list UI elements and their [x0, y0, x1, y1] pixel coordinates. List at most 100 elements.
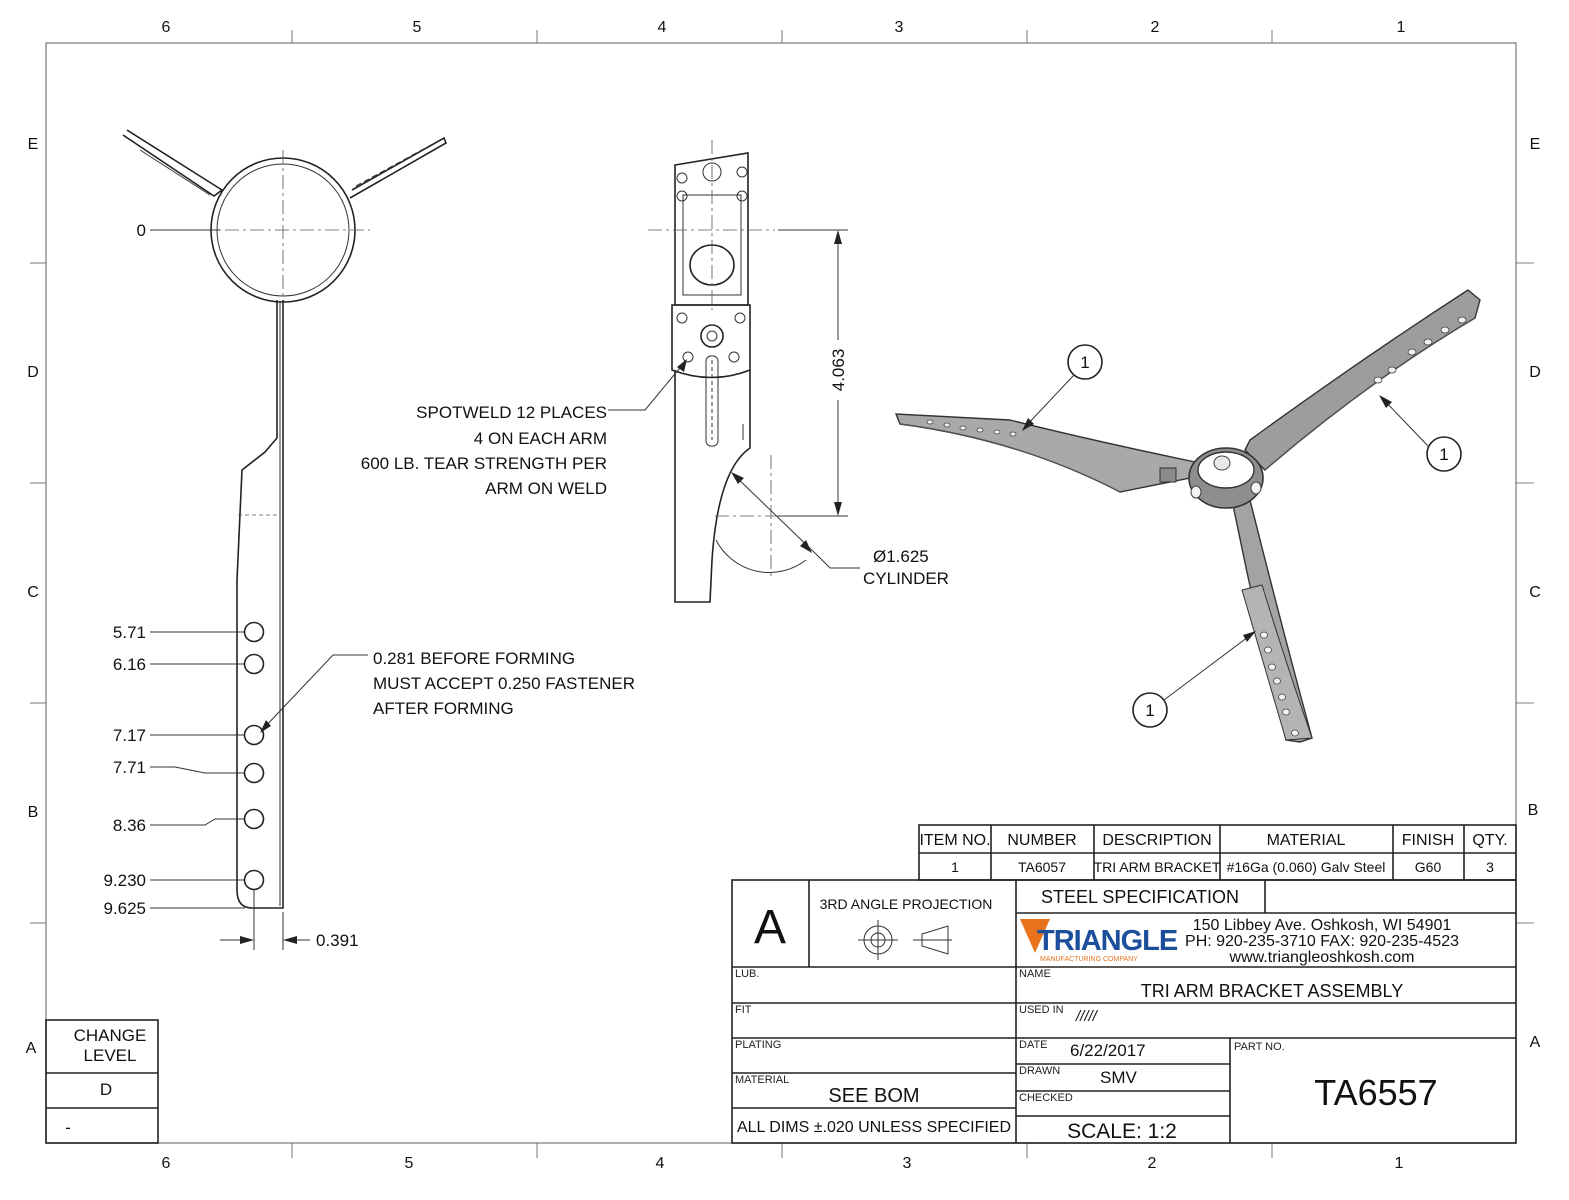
- iso-view: [894, 289, 1481, 743]
- logo-triangle: [1020, 919, 1050, 953]
- bom-text: ITEM NO. NUMBER DESCRIPTION MATERIAL FIN…: [919, 832, 1507, 875]
- dim-cylinder-diameter: Ø1.625: [873, 547, 929, 566]
- spec-label: STEEL SPECIFICATION: [1041, 887, 1239, 907]
- bom-cell: G60: [1415, 859, 1442, 875]
- zone-col-bottom: 1: [1395, 1155, 1404, 1172]
- bom-cell: TRI ARM BRACKET: [1094, 859, 1221, 875]
- bom-header: ITEM NO.: [919, 832, 990, 849]
- balloon-1: 1: [1080, 353, 1089, 372]
- bom-header: NUMBER: [1007, 832, 1076, 849]
- zone-row-left: B: [28, 804, 39, 821]
- iso-balloons: 1 1 1: [1080, 353, 1448, 720]
- zone-row-right: D: [1529, 364, 1541, 381]
- company-phone: PH: 920-235-3710 FAX: 920-235-4523: [1185, 933, 1459, 950]
- bom-header: DESCRIPTION: [1102, 832, 1211, 849]
- zone-col-top: 6: [162, 19, 171, 36]
- dim-hole-2: 6.16: [113, 655, 146, 674]
- date-label: DATE: [1019, 1039, 1048, 1051]
- dim-hole-4: 7.71: [113, 758, 146, 777]
- projection-label: 3RD ANGLE PROJECTION: [820, 896, 993, 912]
- change-level-note: -: [65, 1118, 71, 1137]
- balloon-2: 1: [1439, 445, 1448, 464]
- front-view-dims: 0 5.71 6.16 7.17 7.71 8.36 9.230 9.625 0…: [103, 221, 635, 950]
- zone-col-top: 1: [1397, 19, 1406, 36]
- front-view: [122, 129, 448, 950]
- dim-hole-5: 8.36: [113, 816, 146, 835]
- zone-col-bottom: 4: [656, 1155, 665, 1172]
- bom-cell: 3: [1486, 859, 1494, 875]
- used-in-label: USED IN: [1019, 1004, 1064, 1016]
- change-level-value: D: [100, 1080, 112, 1099]
- drawn-label: DRAWN: [1019, 1065, 1060, 1077]
- date-value: 6/22/2017: [1070, 1041, 1146, 1060]
- change-level-text: CHANGE LEVEL D -: [65, 1026, 146, 1137]
- weld-note-line-1: SPOTWELD 12 PLACES: [416, 403, 607, 422]
- dim-cylinder-label: CYLINDER: [863, 569, 949, 588]
- zone-row-right: B: [1528, 802, 1539, 819]
- dim-hole-1: 5.71: [113, 623, 146, 642]
- dim-zero: 0: [137, 221, 146, 240]
- part-number: TA6557: [1314, 1072, 1437, 1113]
- title-block-text: A 3RD ANGLE PROJECTION STEEL SPECIFICATI…: [735, 887, 1459, 1143]
- material-value: SEE BOM: [828, 1085, 919, 1107]
- zone-row-right: C: [1529, 584, 1541, 601]
- zone-labels: 6 5 4 3 2 1 6 5 4 3 2 1 E D C B A E D C …: [26, 19, 1541, 1172]
- side-view: [608, 140, 860, 603]
- zone-col-bottom: 6: [162, 1155, 171, 1172]
- zone-row-left: E: [28, 136, 39, 153]
- zone-col-bottom: 5: [405, 1155, 414, 1172]
- balloon-3: 1: [1145, 701, 1154, 720]
- name-label: NAME: [1019, 968, 1051, 980]
- zone-row-left: C: [27, 584, 39, 601]
- change-level-title: CHANGE: [74, 1026, 147, 1045]
- dim-hole-7: 9.625: [103, 899, 146, 918]
- drawn-value: SMV: [1100, 1068, 1138, 1087]
- zone-col-bottom: 2: [1148, 1155, 1157, 1172]
- side-view-notes: SPOTWELD 12 PLACES 4 ON EACH ARM 600 LB.…: [361, 349, 949, 588]
- change-level-title: LEVEL: [84, 1046, 137, 1065]
- scale-value: SCALE: 1:2: [1067, 1120, 1177, 1143]
- weld-note-line-4: ARM ON WELD: [485, 479, 607, 498]
- bom-header: QTY.: [1472, 832, 1507, 849]
- zone-col-top: 4: [658, 19, 667, 36]
- plating-label: PLATING: [735, 1039, 781, 1051]
- dim-width: 0.391: [316, 931, 359, 950]
- company-address: 150 Libbey Ave. Oshkosh, WI 54901: [1193, 917, 1452, 934]
- zone-col-top: 5: [413, 19, 422, 36]
- zone-row-left: D: [27, 364, 39, 381]
- hole-note-line-1: 0.281 BEFORE FORMING: [373, 649, 575, 668]
- zone-col-bottom: 3: [903, 1155, 912, 1172]
- logo-subtext: MANUFACTURING COMPANY: [1040, 956, 1138, 963]
- bom-header: FINISH: [1402, 832, 1454, 849]
- sheet-size: A: [754, 901, 786, 954]
- material-label: MATERIAL: [735, 1074, 789, 1086]
- weld-note-line-3: 600 LB. TEAR STRENGTH PER: [361, 454, 607, 473]
- change-level-box: [45, 1019, 159, 1144]
- zone-row-right: E: [1530, 136, 1541, 153]
- fit-label: FIT: [735, 1004, 752, 1016]
- bom-header: MATERIAL: [1267, 832, 1346, 849]
- title-block: [731, 879, 1517, 1144]
- tolerance-note: ALL DIMS ±.020 UNLESS SPECIFIED: [737, 1119, 1011, 1136]
- zone-row-left: A: [26, 1040, 37, 1057]
- zone-col-top: 3: [895, 19, 904, 36]
- zone-row-right: A: [1530, 1034, 1541, 1051]
- part-name: TRI ARM BRACKET ASSEMBLY: [1141, 981, 1403, 1001]
- part-no-label: PART NO.: [1234, 1041, 1285, 1053]
- hole-note-line-3: AFTER FORMING: [373, 699, 514, 718]
- checked-label: CHECKED: [1019, 1092, 1073, 1104]
- zone-col-top: 2: [1151, 19, 1160, 36]
- lub-label: LUB.: [735, 968, 759, 980]
- bom-cell: #16Ga (0.060) Galv Steel: [1227, 859, 1386, 875]
- dim-height: 4.063: [829, 349, 848, 392]
- hole-note-line-2: MUST ACCEPT 0.250 FASTENER: [373, 674, 635, 693]
- dim-hole-3: 7.17: [113, 726, 146, 745]
- company-web: www.triangleoshkosh.com: [1229, 949, 1415, 966]
- logo-text: TRIANGLE: [1037, 925, 1178, 957]
- weld-note-line-2: 4 ON EACH ARM: [474, 429, 607, 448]
- bom-cell: 1: [951, 859, 959, 875]
- used-in-value: /////: [1075, 1008, 1099, 1025]
- bom-cell: TA6057: [1018, 859, 1066, 875]
- dim-hole-6: 9.230: [103, 871, 146, 890]
